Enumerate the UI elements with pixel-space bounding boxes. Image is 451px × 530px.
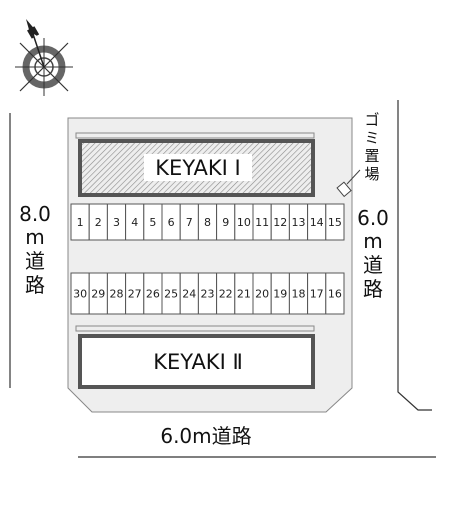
garbage-area-label-1: ゴ [364,111,379,129]
parking-stall [325,272,345,315]
parking-stall-number: 22 [219,288,233,301]
building-keyaki-1-eave [75,132,315,139]
building-keyaki-1-label: KEYAKI Ⅰ [155,156,240,180]
parking-stall-number: 21 [237,288,251,301]
parking-stall-number: 14 [310,216,324,229]
parking-stall-number: 8 [204,216,211,229]
road-label-right-unit: m [363,229,382,253]
building-keyaki-1-label-bg [144,154,252,181]
building-keyaki-2-outline [78,334,315,389]
garbage-area-leader [346,169,361,185]
parking-stall-number: 15 [328,216,342,229]
north-label: N [25,24,42,42]
parking-stall-number: 29 [91,288,105,301]
parking-stall-number: 17 [310,288,324,301]
parking-stall-number: 25 [164,288,178,301]
parking-stall-number: 30 [73,288,87,301]
road-label-left: 8.0 m 道 路 [19,202,51,297]
garbage-area: ゴ ミ 置 場 [336,111,380,198]
north-arrow-compass-icon: N [15,19,73,96]
right-road-edge [397,100,432,411]
parking-stall-number: 20 [255,288,269,301]
parking-stall-number: 4 [131,216,138,229]
building-keyaki-1: KEYAKI Ⅰ [75,132,315,197]
parking-stall-number: 27 [128,288,142,301]
parking-stall-number: 18 [292,288,306,301]
building-keyaki-2-eave [75,325,315,332]
road-label-right: 6.0 m 道 路 [357,206,389,301]
parking-stall-number: 12 [273,216,287,229]
road-label-right-char-2: 路 [363,277,383,301]
parking-stall-number: 3 [113,216,120,229]
parking-stall-number: 2 [95,216,102,229]
parking-stall-number: 9 [222,216,229,229]
garbage-area-marker [336,181,352,198]
building-keyaki-2-label: KEYAKI Ⅱ [153,350,243,374]
road-label-bottom: 6.0m道路 [160,424,251,448]
parking-stall-number: 5 [149,216,156,229]
parking-stall-number: 16 [328,288,342,301]
road-label-right-width: 6.0 [357,206,389,230]
parking-stall-number: 24 [182,288,196,301]
parking-stall-number: 10 [237,216,251,229]
parking-stall-number: 19 [273,288,287,301]
garbage-area-label-4: 場 [364,165,379,183]
road-label-left-width: 8.0 [19,202,51,226]
road-label-left-unit: m [25,225,44,249]
parking-stall-number: 23 [201,288,215,301]
road-label-left-char-2: 路 [25,273,45,297]
parking-stall-number: 7 [186,216,193,229]
north-arrow-head [26,19,37,37]
parking-stall-number: 13 [292,216,306,229]
road-label-right-char-1: 道 [363,253,383,277]
road-label-left-char-1: 道 [25,249,45,273]
parking-stall [325,203,345,241]
garbage-area-label-3: 置 [364,147,379,165]
parking-stall-number: 11 [255,216,269,229]
parking-stall-number: 26 [146,288,160,301]
parking-stall-number: 1 [77,216,84,229]
parking-stall-number: 6 [168,216,175,229]
parking-row-bottom: 30 29 28 27 26 25 24 23 22 21 20 19 18 17 16 [70,272,345,315]
parking-stall-number: 28 [110,288,124,301]
building-keyaki-2: KEYAKI Ⅱ [75,325,315,389]
garbage-area-label-2: ミ [364,129,379,147]
